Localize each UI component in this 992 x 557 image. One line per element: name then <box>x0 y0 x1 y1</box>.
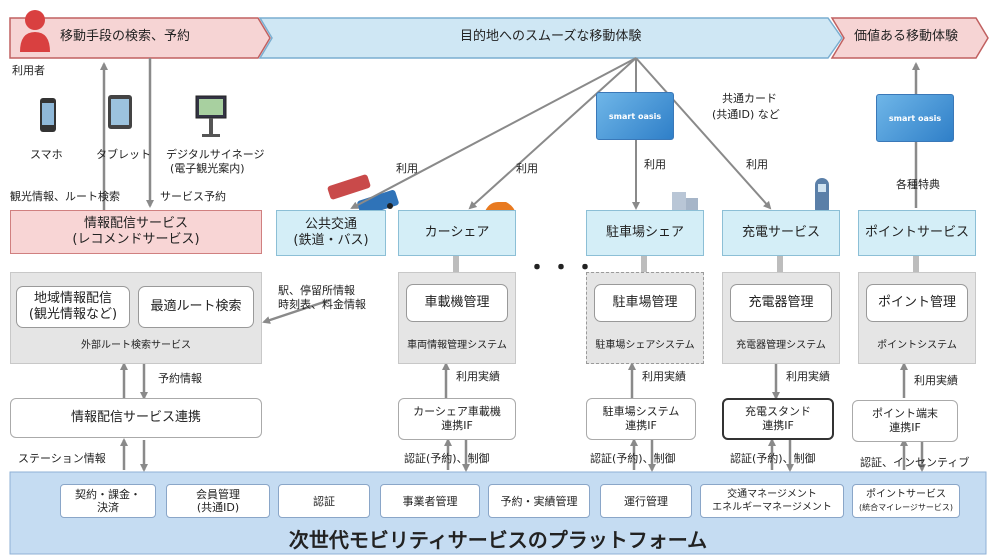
parking-system-label: 駐車場シェアシステム <box>595 340 695 351</box>
smartphone-label: スマホ <box>30 148 63 161</box>
smartphone-icon <box>40 98 56 132</box>
module-operator-line1: 事業者管理 <box>402 494 458 508</box>
public-transit-service[interactable]: 公共交通 (鉄道・バス) <box>276 210 386 256</box>
regional-line2: (観光情報など) <box>28 307 118 322</box>
auth-control-parking: 認証(予約)、制御 <box>590 452 676 465</box>
charging-if-line2: 連携IF <box>762 419 794 432</box>
vehicle-system-label: 車両情報管理システム <box>407 340 507 351</box>
booking-info-label: 予約情報 <box>158 372 202 385</box>
info-distribution-service[interactable]: 情報配信サービス (レコメンドサービス) <box>10 210 262 254</box>
optimal-route-box[interactable]: 最適ルート検索 <box>138 286 254 328</box>
transit-line2: (鉄道・バス) <box>293 233 369 248</box>
platform-module-auth[interactable]: 認証 <box>278 484 370 518</box>
module-traffic-line2: エネルギーマネージメント <box>712 502 832 513</box>
station-info-label: ステーション情報 <box>18 452 106 465</box>
banner-right-shape <box>830 17 989 59</box>
transit-line1: 公共交通 <box>304 217 357 232</box>
common-card-line2: (共通ID) など <box>712 108 780 121</box>
service-booking-label: サービス予約 <box>160 190 226 203</box>
service-connectors <box>453 256 919 272</box>
platform-module-operation[interactable]: 運行管理 <box>600 484 692 518</box>
smart-oasis-card-icon-right: smart oasis <box>876 94 954 142</box>
platform-module-operator[interactable]: 事業者管理 <box>380 484 480 518</box>
use-label-carshare: 利用 <box>516 162 538 175</box>
module-traffic-line1: 交通マネージメント <box>727 489 817 500</box>
platform-module-billing[interactable]: 契約・課金・ 決済 <box>60 484 156 518</box>
module-points-line2: (統合マイレージサービス) <box>858 503 954 512</box>
regional-line1: 地域情報配信 <box>33 291 112 306</box>
common-card-line1: 共通カード <box>722 92 777 105</box>
info-distribution-link-box[interactable]: 情報配信サービス連携 <box>10 398 262 438</box>
external-route-label: 外部ルート検索サービス <box>81 340 191 351</box>
info-service-line2: (レコメンドサービス) <box>72 232 200 247</box>
usage-record-parking: 利用実績 <box>642 370 686 383</box>
station-info-line1: 駅、停留所情報 <box>278 284 355 297</box>
parking-if-line2: 連携IF <box>625 419 657 432</box>
point-if-box[interactable]: ポイント端末 連携IF <box>852 400 958 442</box>
banner-search-booking: 移動手段の検索、予約 <box>60 29 191 44</box>
charging-if-box[interactable]: 充電スタンド 連携IF <box>722 398 834 440</box>
parking-if-line1: 駐車場システム <box>602 405 680 418</box>
use-label-transit: 利用 <box>396 162 418 175</box>
point-if-line2: 連携IF <box>889 421 921 434</box>
banner-valuable-travel: 価値ある移動体験 <box>854 29 959 44</box>
platform-module-member[interactable]: 会員管理 (共通ID) <box>166 484 270 518</box>
charger-mgmt-box[interactable]: 充電器管理 <box>730 284 832 322</box>
charging-if-line1: 充電スタンド <box>745 405 811 418</box>
platform-module-traffic-energy[interactable]: 交通マネージメント エネルギーマネージメント <box>700 484 844 518</box>
user-icon <box>20 10 50 52</box>
fan-connectors <box>350 57 772 210</box>
carshare-service[interactable]: カーシェア <box>398 210 516 256</box>
charger-icon <box>815 178 829 216</box>
use-label-parking: 利用 <box>644 158 666 171</box>
module-member-line2: (共通ID) <box>196 501 240 514</box>
vehicle-mgmt-box[interactable]: 車載機管理 <box>406 284 508 322</box>
use-label-charging: 利用 <box>746 158 768 171</box>
point-service[interactable]: ポイントサービス <box>858 210 976 256</box>
banner-center-shape <box>258 17 843 59</box>
benefits-label: 各種特典 <box>896 178 940 191</box>
module-billing-line1: 契約・課金・ <box>75 488 141 501</box>
auth-incentive-label: 認証、インセンティブ <box>860 456 970 469</box>
auth-control-carshare: 認証(予約)、制御 <box>404 452 490 465</box>
platform-title: 次世代モビリティサービスのプラットフォーム <box>288 528 708 552</box>
usage-record-charging: 利用実績 <box>786 370 830 383</box>
parking-if-box[interactable]: 駐車場システム 連携IF <box>586 398 696 440</box>
platform-module-booking[interactable]: 予約・実績管理 <box>488 484 590 518</box>
auth-control-charging: 認証(予約)、制御 <box>730 452 816 465</box>
point-mgmt-box[interactable]: ポイント管理 <box>866 284 968 322</box>
charger-system-label: 充電器管理システム <box>736 340 826 351</box>
parking-mgmt-box[interactable]: 駐車場管理 <box>594 284 696 322</box>
station-info-line2: 時刻表、料金情報 <box>278 298 366 311</box>
signage-icon <box>195 95 227 137</box>
module-points-line1: ポイントサービス <box>866 489 946 500</box>
banner-left-shape <box>9 17 271 59</box>
point-system-label: ポイントシステム <box>877 340 957 351</box>
signage-label-line2: (電子観光案内) <box>170 162 245 175</box>
module-member-line1: 会員管理 <box>196 488 240 501</box>
tourism-route-label: 観光情報、ルート検索 <box>10 190 120 203</box>
usage-record-points: 利用実績 <box>914 374 958 387</box>
module-auth-line1: 認証 <box>313 494 335 508</box>
regional-info-box[interactable]: 地域情報配信 (観光情報など) <box>16 286 130 328</box>
module-operation-line1: 運行管理 <box>624 494 668 508</box>
tablet-icon <box>108 95 132 129</box>
ellipsis-more-services: ・・・ <box>526 256 599 281</box>
parking-share-service[interactable]: 駐車場シェア <box>586 210 704 256</box>
info-service-line1: 情報配信サービス <box>83 216 188 231</box>
user-label: 利用者 <box>12 64 45 77</box>
usage-record-carshare: 利用実績 <box>456 370 500 383</box>
module-booking-line1: 予約・実績管理 <box>500 494 578 508</box>
signage-label-line1: デジタルサイネージ <box>166 148 265 161</box>
module-billing-line2: 決済 <box>97 501 119 514</box>
banner-smooth-travel: 目的地へのスムーズな移動体験 <box>460 29 642 44</box>
carshare-if-line1: カーシェア車載機 <box>413 405 501 418</box>
carshare-if-box[interactable]: カーシェア車載機 連携IF <box>398 398 516 440</box>
carshare-if-line2: 連携IF <box>441 419 473 432</box>
charging-service[interactable]: 充電サービス <box>722 210 840 256</box>
point-if-line1: ポイント端末 <box>872 407 938 420</box>
tablet-label: タブレット <box>96 148 151 161</box>
smart-oasis-card-icon: smart oasis <box>596 92 674 140</box>
platform-module-points[interactable]: ポイントサービス (統合マイレージサービス) <box>852 484 960 518</box>
